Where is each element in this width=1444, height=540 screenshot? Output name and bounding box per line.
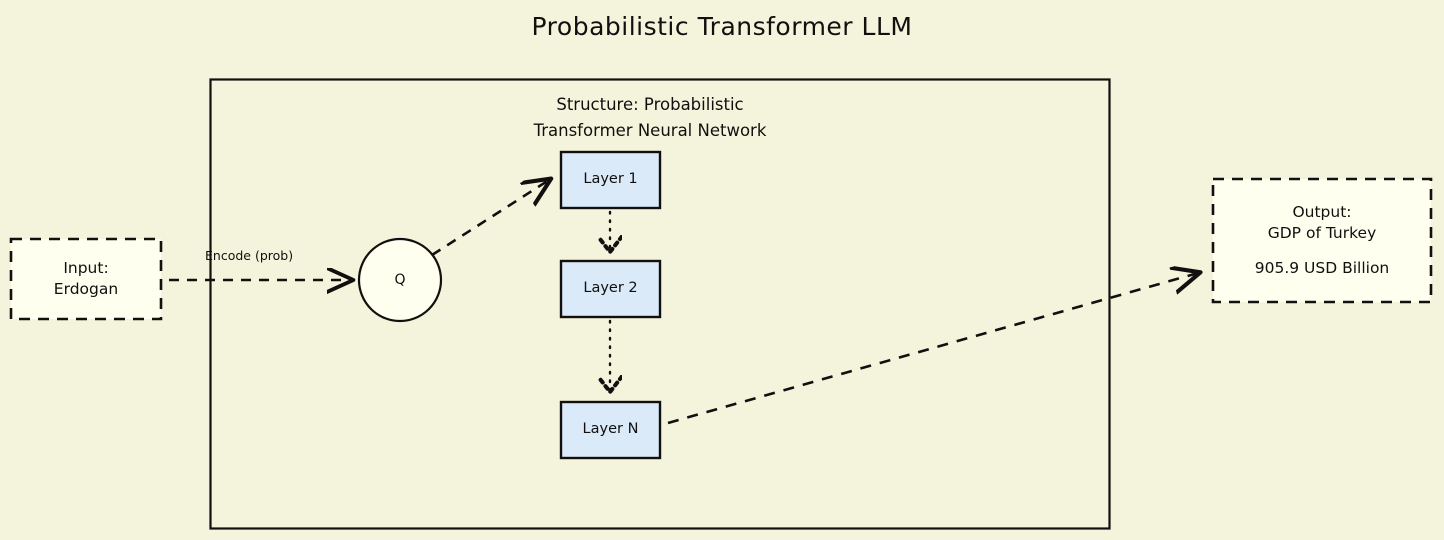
layerN-node-label: Layer N (582, 421, 639, 438)
q-node-circle[interactable] (357, 237, 443, 323)
layer1-node-box[interactable] (559, 150, 662, 210)
layer1-node-label: Layer 1 (583, 171, 638, 188)
input-node-label: Input: Erdogan (11, 239, 161, 319)
layerN-node-box[interactable] (559, 400, 662, 460)
edge-q-to-layer1 (431, 180, 549, 257)
output-node-label: Output: GDP of Turkey 905.9 USD Billion (1213, 179, 1431, 302)
input-label-line2: Erdogan (53, 280, 119, 298)
input-label-line1: Input: (63, 259, 109, 278)
edge-label-encode: Encode (prob) (205, 248, 294, 263)
output-node-box[interactable] (1211, 177, 1433, 304)
q-node-label: Q (394, 271, 406, 288)
structure-title-line2: Transformer Neural Network (533, 121, 767, 141)
edge-layerN-to-output (667, 273, 1198, 425)
layer2-node-box[interactable] (559, 259, 662, 319)
output-label-line2: GDP of Turkey (1267, 224, 1377, 243)
structure-container-title: Structure: Probabilistic Transformer Neu… (410, 92, 890, 145)
page-title: Probabilistic Transformer LLM (531, 12, 913, 41)
layer2-node-label: Layer 2 (583, 280, 638, 297)
output-label-value: 905.9 USD Billion (1254, 258, 1390, 277)
structure-container-box (209, 78, 1111, 530)
input-node-box[interactable] (9, 237, 163, 321)
structure-title-line1: Structure: Probabilistic (556, 95, 744, 114)
output-label-line1: Output: (1292, 203, 1352, 222)
